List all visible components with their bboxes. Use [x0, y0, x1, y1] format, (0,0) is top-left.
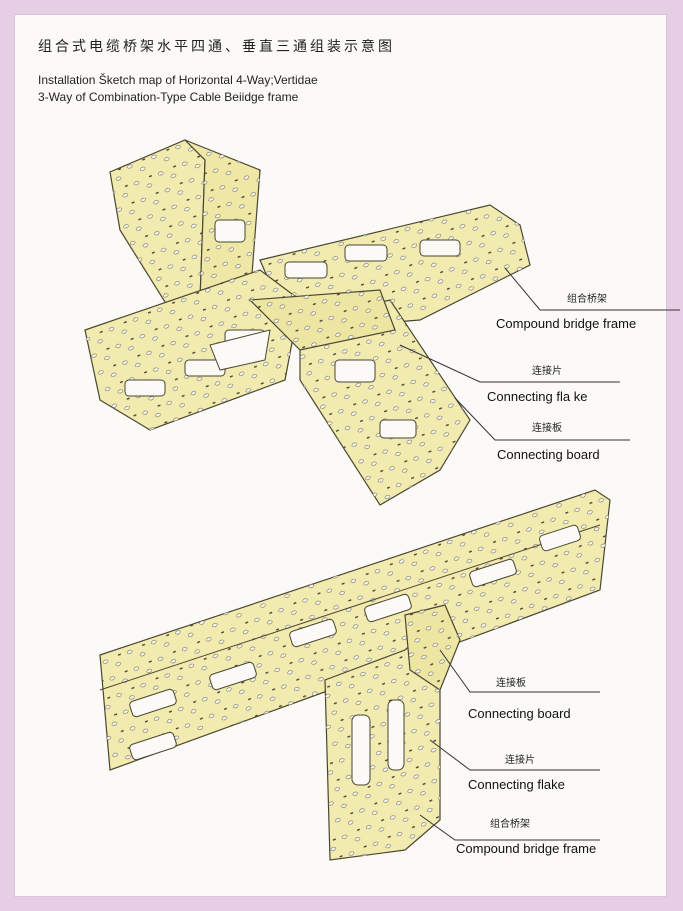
fig1-label-en-connecting-flake: Connecting fla ke [487, 389, 587, 404]
vertical-three-way-figure [99, 489, 611, 861]
fig1-label-cn-compound-bridge-frame: 组合桥架 [567, 292, 607, 305]
fig2-label-cn-connecting-flake: 连接片 [505, 753, 535, 766]
fig2-label-cn-compound-bridge-frame: 组合桥架 [490, 817, 530, 830]
title-english: Installation Šketch map of Horizontal 4-… [38, 72, 318, 106]
fig2-label-en-connecting-flake: Connecting flake [468, 777, 565, 792]
vertical-drop-tray [324, 618, 441, 861]
main-long-tray [99, 489, 611, 771]
fig2-label-en-connecting-board: Connecting board [468, 706, 571, 721]
fig2-label-cn-connecting-board: 连接板 [496, 676, 526, 689]
figure2-callouts [419, 649, 600, 841]
fig1-label-en-connecting-board: Connecting board [497, 447, 600, 462]
fig1-label-en-compound-bridge-frame: Compound bridge frame [496, 316, 636, 331]
horizontal-four-way-figure [84, 139, 531, 506]
title-english-line1: Installation Šketch map of Horizontal 4-… [38, 73, 318, 87]
tray-arm-lower-right [299, 299, 471, 506]
tray-arm-lower-left [84, 269, 301, 431]
figure1-callouts [399, 267, 680, 441]
title-chinese: 组合式电缆桥架水平四通、垂直三通组装示意图 [38, 39, 395, 55]
fig1-label-cn-connecting-board: 连接板 [532, 421, 562, 434]
title-english-line2: 3-Way of Combination-Type Cable Beiidge … [38, 90, 299, 104]
fig1-label-cn-connecting-flake: 连接片 [532, 364, 562, 377]
fig2-label-en-compound-bridge-frame: Compound bridge frame [456, 841, 596, 856]
